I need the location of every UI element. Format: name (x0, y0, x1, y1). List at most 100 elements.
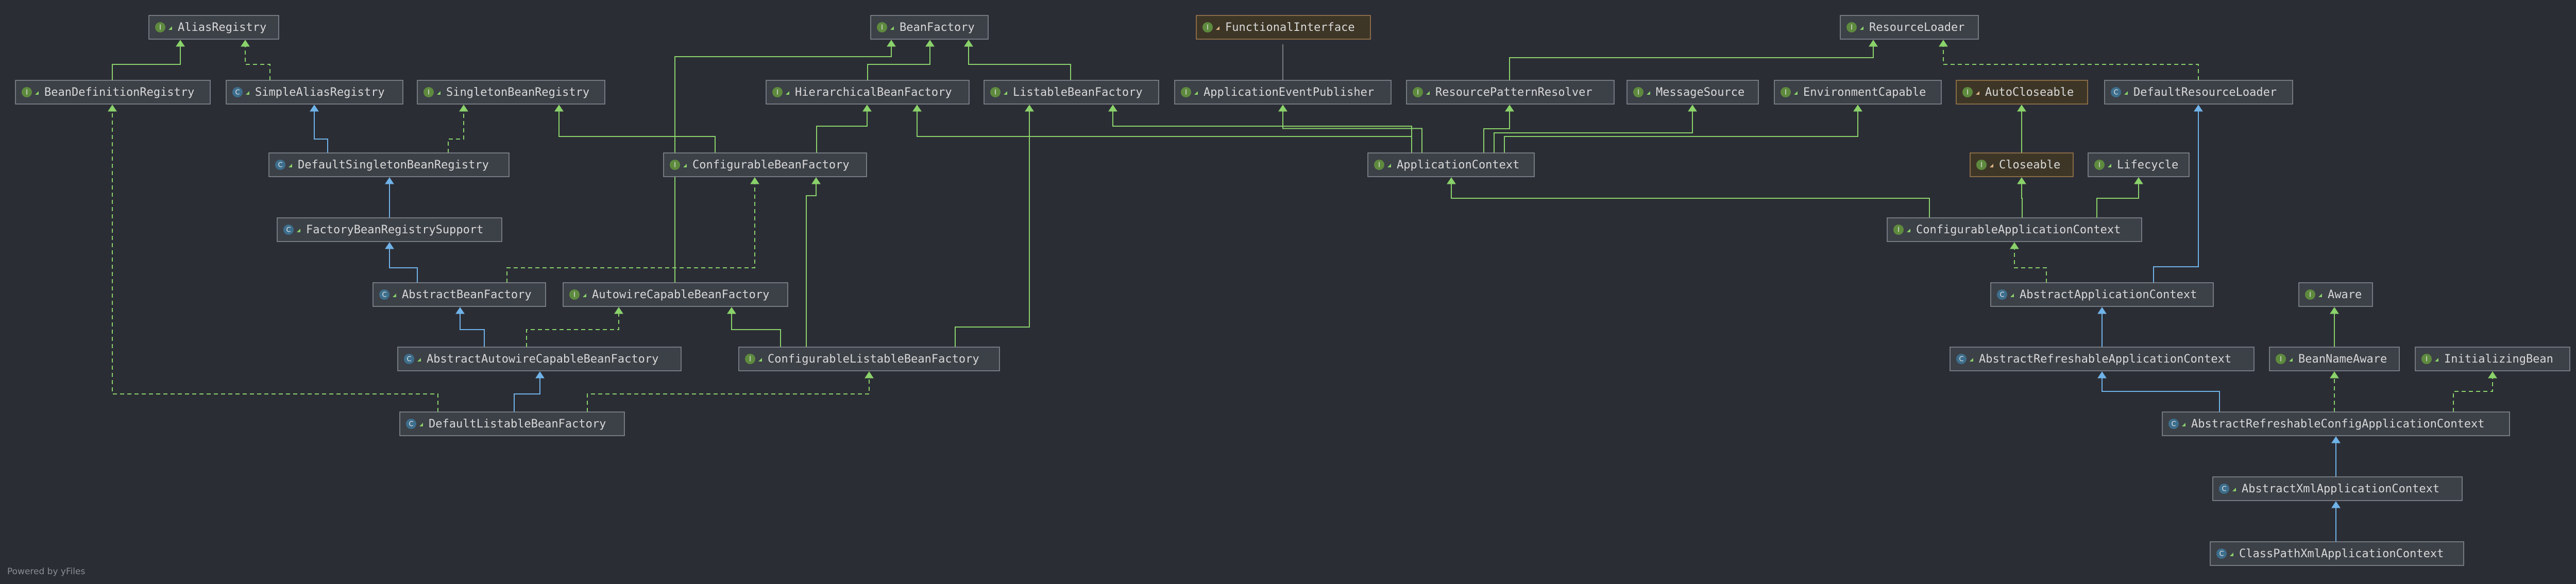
node-box (663, 152, 867, 177)
class-icon: C (404, 354, 414, 364)
interface-icon: I (2305, 289, 2315, 300)
node-box (870, 15, 989, 40)
interface-icon: I (22, 87, 32, 97)
arrow-head-icon (1447, 177, 1456, 184)
edge-factory-bean-registry-support-to-default-singleton-bean-registry (385, 177, 394, 218)
node-label: AbstractAutowireCapableBeanFactory (427, 353, 658, 366)
node-label: InitializingBean (2444, 353, 2553, 366)
class-icon: C (1997, 289, 2007, 300)
public-visibility-icon (1970, 358, 1973, 362)
node-label: Lifecycle (2117, 159, 2178, 171)
node-box (1196, 15, 1371, 40)
public-visibility-icon (417, 358, 421, 362)
public-visibility-icon (890, 26, 894, 30)
node-box (1956, 80, 2088, 105)
edge-abstract-refreshable-config-application-context-to-initializing-bean (2453, 371, 2497, 412)
node-abstract-autowire-capable-bean-factory[interactable]: C AbstractAutowireCapableBeanFactory (397, 347, 682, 371)
edge-application-context-to-message-source (1494, 105, 1697, 153)
svg-text:I: I (159, 24, 161, 32)
node-box (563, 282, 788, 307)
edge-application-context-to-listable-bean-factory (1108, 105, 1412, 153)
svg-text:I: I (573, 291, 575, 299)
arrow-head-icon (108, 105, 117, 112)
arrow-head-icon (385, 242, 394, 249)
node-abstract-application-context[interactable]: C AbstractApplicationContext (1990, 282, 2214, 307)
node-label: ResourceLoader (1869, 21, 1964, 34)
public-visibility-icon (1907, 229, 1910, 232)
node-label: AbstractApplicationContext (2020, 288, 2197, 301)
arrow-head-icon (912, 105, 922, 112)
node-box (417, 80, 605, 105)
edge-class-path-xml-application-context-to-abstract-xml-application-context (2331, 501, 2341, 542)
arrow-head-icon (2017, 177, 2026, 184)
edge-abstract-refreshable-config-application-context-to-bean-name-aware (2330, 371, 2339, 412)
interface-icon: I (1633, 87, 1643, 97)
class-icon: C (2111, 87, 2121, 97)
node-box (1174, 80, 1392, 105)
node-label: AutoCloseable (1985, 86, 2074, 99)
interface-icon: I (423, 87, 434, 97)
node-label: ApplicationContext (1397, 159, 1519, 171)
interface-icon: I (1781, 87, 1791, 97)
node-box (1887, 217, 2142, 242)
svg-text:I: I (776, 89, 778, 97)
arrow-head-icon (811, 177, 821, 184)
edge-default-singleton-bean-registry-to-simple-alias-registry (310, 105, 328, 153)
public-visibility-icon (2289, 358, 2293, 362)
arrow-head-icon (865, 371, 874, 379)
interface-icon: I (1976, 160, 1987, 170)
svg-text:I: I (994, 89, 996, 97)
interface-icon: I (1374, 160, 1384, 170)
node-box (2415, 347, 2570, 371)
node-application-context[interactable]: I ApplicationContext (1367, 152, 1535, 177)
svg-text:C: C (1959, 356, 1963, 364)
node-box (2104, 80, 2293, 105)
node-label: AbstractXmlApplicationContext (2242, 483, 2439, 495)
node-box (268, 152, 510, 177)
arrow-head-icon (2097, 307, 2107, 314)
public-visibility-icon (2230, 553, 2233, 556)
public-visibility-icon (1990, 164, 1993, 167)
svg-text:I: I (2280, 356, 2282, 364)
edge-default-listable-bean-factory-to-configurable-listable-bean-factory (587, 371, 874, 412)
edge-default-singleton-bean-registry-to-singleton-bean-registry (448, 105, 468, 153)
interface-icon: I (670, 160, 680, 170)
arrow-head-icon (2330, 307, 2339, 314)
arrow-head-icon (887, 40, 896, 47)
node-box (1406, 80, 1615, 105)
interface-icon: I (1893, 225, 1904, 235)
arrow-head-icon (750, 177, 759, 184)
